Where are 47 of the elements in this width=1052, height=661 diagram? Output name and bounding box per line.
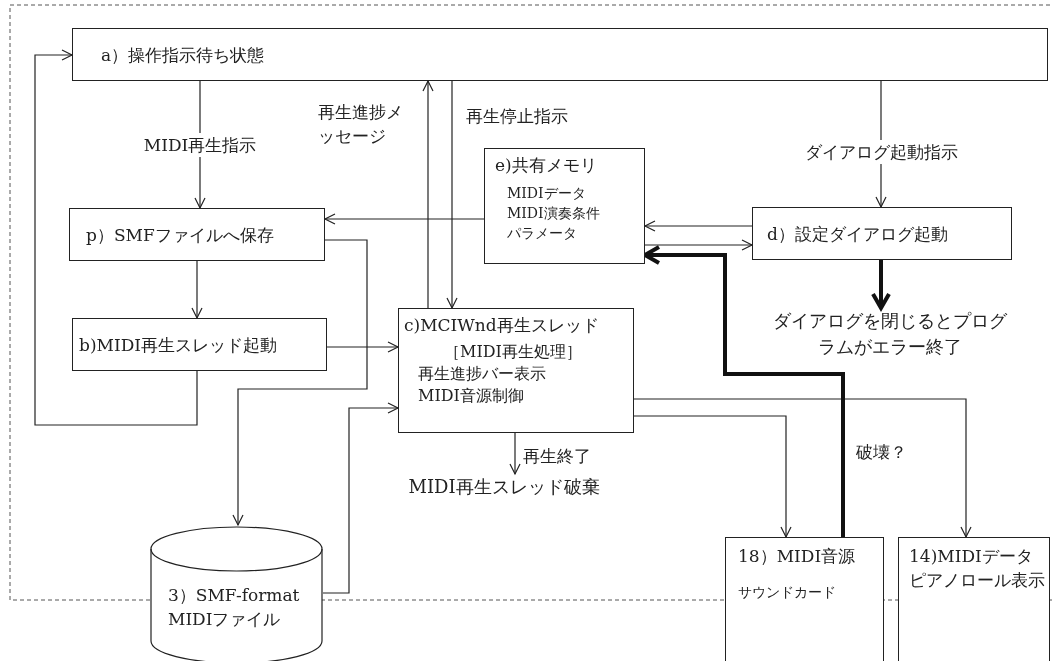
box-text: MIDI演奏条件 bbox=[506, 204, 601, 223]
box-text: ［MIDI再生処理］ bbox=[443, 341, 583, 363]
process-box bbox=[398, 308, 634, 433]
database-cylinder bbox=[150, 525, 323, 661]
arrow bbox=[644, 239, 753, 251]
arrow bbox=[509, 432, 521, 475]
box-title: c)MCIWnd再生スレッド bbox=[404, 314, 600, 337]
arrow bbox=[34, 49, 198, 426]
box-title: d）設定ダイアログ起動 bbox=[767, 222, 948, 246]
box-text: MIDI音源制御 bbox=[417, 385, 525, 407]
arrow bbox=[633, 398, 972, 538]
arrow bbox=[191, 260, 203, 319]
box-text: MIDIデータ bbox=[506, 184, 587, 203]
arrow bbox=[446, 80, 458, 309]
edge-label: MIDI再生指示 bbox=[141, 133, 259, 157]
box-text: 再生進捗バー表示 bbox=[417, 363, 547, 385]
process-box bbox=[898, 537, 1050, 661]
box-title: p）SMFファイルへ保存 bbox=[86, 223, 274, 247]
process-box bbox=[725, 537, 884, 661]
note-text: ダイアログを閉じるとプログラムがエラー終了 bbox=[765, 308, 1015, 368]
arrow bbox=[322, 402, 399, 594]
process-box bbox=[72, 28, 1048, 81]
box-title: b)MIDI再生スレッド起動 bbox=[79, 333, 277, 357]
process-box bbox=[69, 208, 325, 261]
edge-label: 再生進捗メッセージ bbox=[318, 101, 404, 148]
arrow bbox=[422, 80, 434, 309]
edge-label: 再生停止指示 bbox=[466, 105, 568, 128]
box-text: サウンドカード bbox=[738, 583, 837, 602]
arrow bbox=[643, 245, 845, 537]
box-title: 14)MIDIデータピアノロール表示 bbox=[909, 545, 1046, 592]
process-box bbox=[484, 148, 645, 264]
edge-label: 破壊？ bbox=[856, 441, 907, 464]
process-box bbox=[752, 207, 1012, 260]
box-title: 18）MIDI音源 bbox=[738, 545, 857, 568]
box-title: e)共有メモリ bbox=[495, 154, 598, 177]
edge-label: 再生終了 bbox=[523, 445, 591, 468]
box-text: パラメータ bbox=[506, 224, 578, 243]
arrow bbox=[232, 239, 368, 526]
box-title: a）操作指示待ち状態 bbox=[101, 43, 265, 67]
note-text: MIDI再生スレッド破棄 bbox=[404, 474, 604, 498]
arrow bbox=[326, 341, 399, 353]
arrow bbox=[633, 415, 792, 538]
arrow bbox=[644, 220, 753, 232]
arrow bbox=[324, 213, 485, 225]
process-box bbox=[72, 318, 327, 371]
arrow bbox=[871, 260, 891, 310]
node-label: 3）SMF-format MIDIファイル bbox=[168, 584, 301, 631]
